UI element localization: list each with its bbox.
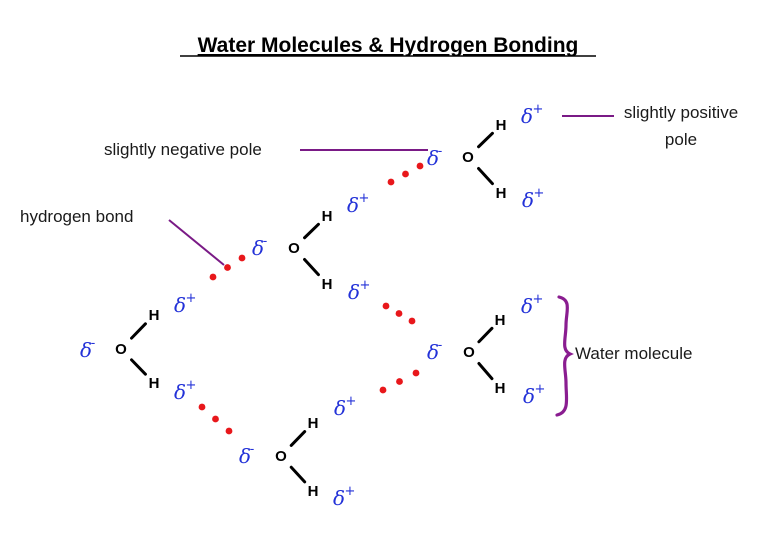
- partial-charge-oxygen: δ: [252, 236, 264, 260]
- partial-charge-hydrogen-upper-sign: +: [359, 191, 370, 206]
- partial-charge-hydrogen-lower-sign: +: [535, 382, 546, 397]
- oxygen-atom: O: [288, 240, 300, 257]
- partial-charge-oxygen: δ: [427, 146, 439, 170]
- o-h-bond-upper: [289, 430, 307, 447]
- hydrogen-bond-dot: [396, 378, 403, 385]
- label-hydrogen-bond: hydrogen bond: [20, 207, 133, 226]
- hydrogen-bond-middle-to-top-right: [387, 162, 424, 186]
- o-h-bond-lower: [477, 362, 494, 381]
- hydrogen-bond-dot: [379, 386, 387, 394]
- partial-charge-oxygen-sign: -: [91, 336, 96, 351]
- partial-charge-hydrogen-upper-sign: +: [186, 291, 197, 306]
- partial-charge-hydrogen-lower-sign: +: [345, 484, 356, 499]
- hydrogen-bond-dot: [225, 427, 233, 435]
- partial-charge-hydrogen-lower: δ: [348, 280, 360, 304]
- label-water-molecule: Water molecule: [575, 344, 692, 363]
- label-positive-pole-line1: slightly positive: [624, 103, 738, 122]
- hydrogen-bond-dot: [212, 415, 219, 423]
- hydrogen-bonds-group: [198, 162, 424, 435]
- partial-charge-hydrogen-upper: δ: [174, 293, 186, 317]
- water-molecule-brace: [555, 295, 574, 417]
- molecules-group: OHHδ-δ+δ+OHHδ-δ+δ+OHHδ-δ+δ+OHHδ-δ+δ+OHHδ…: [80, 102, 545, 510]
- hydrogen-atom-lower: H: [149, 375, 160, 392]
- label-negative-pole: slightly negative pole: [104, 140, 262, 159]
- hydrogen-bond-dot: [395, 310, 403, 317]
- o-h-bond-lower: [289, 465, 307, 484]
- o-h-bond-lower: [303, 258, 320, 277]
- oxygen-atom: O: [462, 149, 474, 166]
- partial-charge-hydrogen-lower: δ: [333, 486, 345, 510]
- partial-charge-oxygen: δ: [80, 338, 92, 362]
- partial-charge-oxygen-sign: -: [438, 338, 443, 353]
- partial-charge-hydrogen-lower: δ: [174, 380, 186, 404]
- partial-charge-hydrogen-lower-sign: +: [186, 378, 197, 393]
- hydrogen-atom-upper: H: [149, 307, 160, 324]
- hydrogen-bond-dot: [224, 264, 231, 271]
- partial-charge-hydrogen-upper-sign: +: [533, 102, 544, 117]
- hydrogen-bond-leader-line: [168, 219, 225, 266]
- hydrogen-atom-lower: H: [322, 276, 333, 293]
- oxygen-atom: O: [115, 341, 127, 358]
- partial-charge-oxygen-sign: -: [250, 442, 255, 457]
- o-h-bond-upper: [130, 322, 147, 340]
- oxygen-atom: O: [275, 448, 287, 465]
- hydrogen-bond-dot: [416, 162, 424, 170]
- o-h-bond-upper: [477, 326, 494, 344]
- hydrogen-bond-left-to-middle: [209, 254, 246, 281]
- hydrogen-atom-upper: H: [308, 415, 319, 432]
- hydrogen-atom-upper: H: [322, 208, 333, 225]
- o-h-bond-lower: [130, 358, 147, 376]
- partial-charge-oxygen: δ: [427, 340, 439, 364]
- o-h-bond-lower: [477, 167, 494, 186]
- partial-charge-hydrogen-lower-sign: +: [360, 278, 371, 293]
- hydrogen-bond-dot: [387, 178, 395, 186]
- hydrogen-bond-middle-to-right-middle: [382, 302, 416, 325]
- partial-charge-hydrogen-upper: δ: [521, 104, 533, 128]
- hydrogen-bond-dot: [198, 403, 206, 411]
- partial-charge-hydrogen-lower: δ: [522, 188, 534, 212]
- partial-charge-hydrogen-upper: δ: [334, 396, 346, 420]
- hydrogen-bond-dot: [412, 369, 420, 377]
- oxygen-atom: O: [463, 344, 475, 361]
- hydrogen-atom-upper: H: [495, 312, 506, 329]
- partial-charge-hydrogen-upper: δ: [347, 193, 359, 217]
- partial-charge-oxygen-sign: -: [263, 234, 268, 249]
- partial-charge-oxygen-sign: -: [438, 144, 443, 159]
- diagram-title: Water Molecules & Hydrogen Bonding: [198, 34, 579, 57]
- hydrogen-bond-dot: [209, 273, 217, 281]
- hydrogen-atom-lower: H: [308, 483, 319, 500]
- hydrogen-atom-lower: H: [496, 185, 507, 202]
- partial-charge-oxygen: δ: [239, 444, 251, 468]
- hydrogen-bond-dot: [382, 302, 390, 310]
- o-h-bond-upper: [477, 131, 494, 149]
- hydrogen-bond-dot: [238, 254, 246, 262]
- o-h-bond-upper: [303, 222, 320, 240]
- partial-charge-hydrogen-lower: δ: [523, 384, 535, 408]
- partial-charge-hydrogen-lower-sign: +: [534, 186, 545, 201]
- hydrogen-bond-dot: [402, 170, 409, 178]
- hydrogen-atom-upper: H: [496, 117, 507, 134]
- hydrogen-atom-lower: H: [495, 380, 506, 397]
- partial-charge-hydrogen-upper-sign: +: [533, 292, 544, 307]
- label-positive-pole-line2: pole: [665, 130, 697, 149]
- partial-charge-hydrogen-upper-sign: +: [346, 394, 357, 409]
- partial-charge-hydrogen-upper: δ: [521, 294, 533, 318]
- hydrogen-bond-dot: [408, 317, 416, 325]
- hydrogen-bond-left-to-bottom: [198, 403, 233, 435]
- hydrogen-bond-bottom-to-right-middle: [379, 369, 420, 394]
